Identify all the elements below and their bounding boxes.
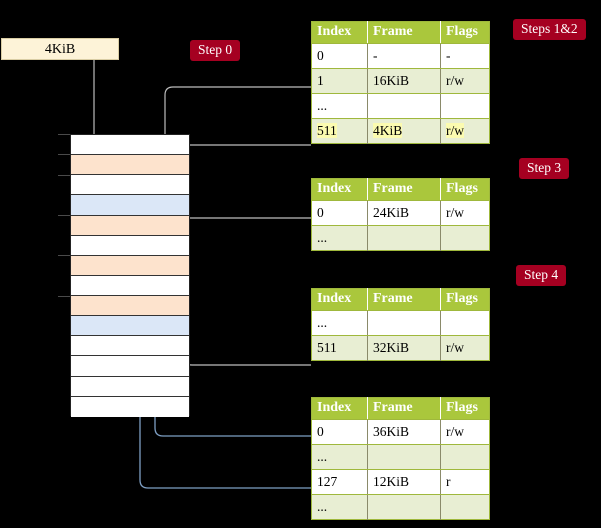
column-header-flags: Flags	[440, 178, 490, 201]
badge-steps-1-2: Steps 1&2	[513, 19, 586, 40]
cell-index: 0	[311, 419, 368, 445]
memory-frame-row	[71, 155, 189, 176]
memory-frame-row	[71, 215, 189, 236]
cell-flags: r/w	[440, 118, 490, 144]
cell-frame	[367, 494, 441, 520]
cell-frame	[367, 310, 441, 336]
memory-tick	[58, 134, 70, 135]
memory-tick	[58, 175, 70, 176]
memory-frame-row	[71, 135, 189, 156]
memory-tick	[58, 215, 70, 216]
memory-frame-row	[71, 255, 189, 276]
table-row: ...	[311, 444, 490, 470]
memory-tick	[58, 296, 70, 297]
column-header-frame: Frame	[367, 178, 441, 201]
table-row: 0--	[311, 43, 490, 69]
column-header-index: Index	[311, 288, 368, 311]
cell-flags: r/w	[440, 335, 490, 361]
cell-frame: 32KiB	[367, 335, 441, 361]
column-header-index: Index	[311, 21, 368, 44]
column-header-flags: Flags	[440, 21, 490, 44]
cell-frame: 36KiB	[367, 419, 441, 445]
cell-frame: 16KiB	[367, 68, 441, 94]
memory-tick	[58, 154, 70, 155]
wire-l2-32kib	[174, 308, 311, 366]
memory-frame-row	[71, 235, 189, 256]
badge-step-4: Step 4	[516, 265, 567, 286]
cell-index: 127	[311, 469, 368, 495]
column-header-frame: Frame	[367, 397, 441, 420]
cell-index: ...	[311, 310, 368, 336]
column-header-frame: Frame	[367, 21, 441, 44]
cell-index: ...	[311, 225, 368, 251]
column-header-flags: Flags	[440, 397, 490, 420]
memory-frame-row	[71, 316, 189, 337]
table-row: ...	[311, 310, 490, 336]
cell-flags	[440, 494, 490, 520]
memory-frame-row	[71, 296, 189, 317]
cell-flags: r/w	[440, 419, 490, 445]
cell-index: 0	[311, 200, 368, 226]
column-header-index: Index	[311, 178, 368, 201]
cell-index: 511	[311, 118, 368, 144]
column-header-flags: Flags	[440, 288, 490, 311]
physical-memory-column	[70, 134, 190, 417]
table-row: ...	[311, 494, 490, 520]
cell-flags	[440, 93, 490, 119]
cell-frame: 12KiB	[367, 469, 441, 495]
cell-flags: r/w	[440, 68, 490, 94]
memory-frame-row	[71, 195, 189, 216]
memory-frame-row	[71, 356, 189, 377]
cell-flags	[440, 225, 490, 251]
cell-index: 511	[311, 335, 368, 361]
cell-flags	[440, 310, 490, 336]
cell-index: ...	[311, 93, 368, 119]
cell-frame: 24KiB	[367, 200, 441, 226]
memory-frame-row	[71, 376, 189, 397]
cell-frame: 4KiB	[367, 118, 441, 144]
cell-frame	[367, 225, 441, 251]
cell-flags: -	[440, 43, 490, 69]
cell-index: 1	[311, 68, 368, 94]
table-row: ...	[311, 225, 490, 251]
cell-flags	[440, 444, 490, 470]
badge-step-3: Step 3	[519, 158, 570, 179]
cell-index: ...	[311, 444, 368, 470]
memory-frame-row	[71, 175, 189, 196]
memory-tick	[58, 255, 70, 256]
cell-frame	[367, 93, 441, 119]
badge-step-0: Step 0	[190, 40, 241, 61]
memory-frame-row	[71, 336, 189, 357]
cell-frame: -	[367, 43, 441, 69]
cell-index: ...	[311, 494, 368, 520]
cell-flags: r	[440, 469, 490, 495]
memory-frame-row	[71, 396, 189, 417]
column-header-index: Index	[311, 397, 368, 420]
cell-frame	[367, 444, 441, 470]
table-row: ...	[311, 93, 490, 119]
virtual-page-box: 4KiB	[1, 38, 119, 60]
wire-l3-24kib	[178, 217, 311, 267]
cell-index: 0	[311, 43, 368, 69]
memory-frame-row	[71, 275, 189, 296]
cell-flags: r/w	[440, 200, 490, 226]
column-header-frame: Frame	[367, 288, 441, 311]
